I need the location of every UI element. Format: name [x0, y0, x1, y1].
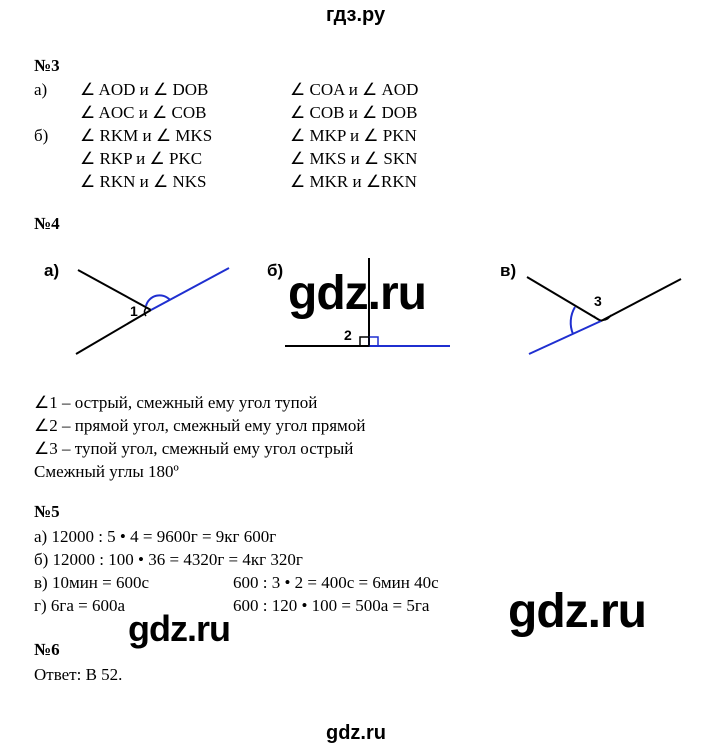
footer-watermark: gdz.ru — [326, 722, 386, 744]
angle-pair: ∠ AOC и ∠ COB — [80, 103, 207, 122]
site-header: гдз.ру — [326, 4, 386, 26]
ray-blue — [150, 267, 230, 311]
angle-2-label: 2 — [344, 327, 352, 343]
angle-pair: ∠ MKP и ∠ PKN — [290, 126, 417, 145]
answer-text: Ответ: В 52. — [34, 665, 123, 684]
angle-pair: ∠ AOD и ∠ DOB — [80, 80, 209, 99]
ray-black — [526, 276, 602, 322]
calculation-line: 600 : 3 • 2 = 400с = 6мин 40с — [233, 573, 439, 592]
right-angle-mark — [359, 336, 370, 347]
right-angle-mark — [368, 336, 379, 347]
watermark: gdz.ru — [508, 585, 647, 638]
angle-description: ∠3 – тупой угол, смежный ему угол острый — [34, 439, 354, 458]
angle-pair: ∠ MKR и ∠RKN — [290, 172, 417, 191]
watermark: gdz.ru — [128, 608, 231, 649]
ray-black — [77, 269, 152, 311]
calculation-line: 600 : 120 • 100 = 500а = 5га — [233, 596, 430, 615]
figure-a-label: а) — [44, 261, 59, 280]
angle-pair: ∠ RKM и ∠ MKS — [80, 126, 213, 145]
problem-5-heading: №5 — [34, 502, 60, 521]
angle-description: ∠2 – прямой угол, смежный ему угол прямо… — [34, 416, 366, 435]
angle-pair: ∠ RKN и ∠ NKS — [80, 172, 207, 191]
angle-pair: ∠ COB и ∠ DOB — [290, 103, 418, 122]
ray-blue — [528, 320, 602, 355]
angle-description: Смежный углы 180º — [34, 462, 179, 481]
angle-3-arc — [593, 314, 612, 321]
figure-b-label: б) — [267, 261, 283, 280]
angle-1-arc — [143, 307, 147, 317]
ray-black — [600, 278, 682, 322]
problem-6-heading: №6 — [34, 640, 60, 659]
obtuse-angle-arc — [145, 294, 171, 307]
calculation-line: г) 6га = 600а — [34, 596, 126, 615]
angle-1-label: 1 — [130, 303, 138, 319]
ray-black — [75, 309, 152, 355]
angle-description: ∠1 – острый, смежный ему угол тупой — [34, 393, 318, 412]
calculation-line: а) 12000 : 5 • 4 = 9600г = 9кг 600г — [34, 527, 277, 546]
acute-angle-arc — [569, 306, 576, 335]
calculation-line: в) 10мин = 600с — [34, 573, 150, 592]
part-b-label: б) — [34, 126, 49, 145]
angle-pair: ∠ COA и ∠ AOD — [290, 80, 419, 99]
calculation-line: б) 12000 : 100 • 36 = 4320г = 4кг 320г — [34, 550, 303, 569]
angle-3-label: 3 — [594, 293, 602, 309]
angle-pair: ∠ MKS и ∠ SKN — [290, 149, 418, 168]
adjacent-angles-figure: а) 1 б) 2 в) 3 — [44, 258, 682, 355]
angle-pair: ∠ RKP и ∠ PKC — [80, 149, 203, 168]
problem-3-heading: №3 — [34, 56, 60, 75]
problem-4-heading: №4 — [34, 214, 60, 233]
part-a-label: а) — [34, 80, 48, 99]
figure-c-label: в) — [500, 261, 516, 280]
watermark: gdz.ru — [288, 267, 427, 320]
